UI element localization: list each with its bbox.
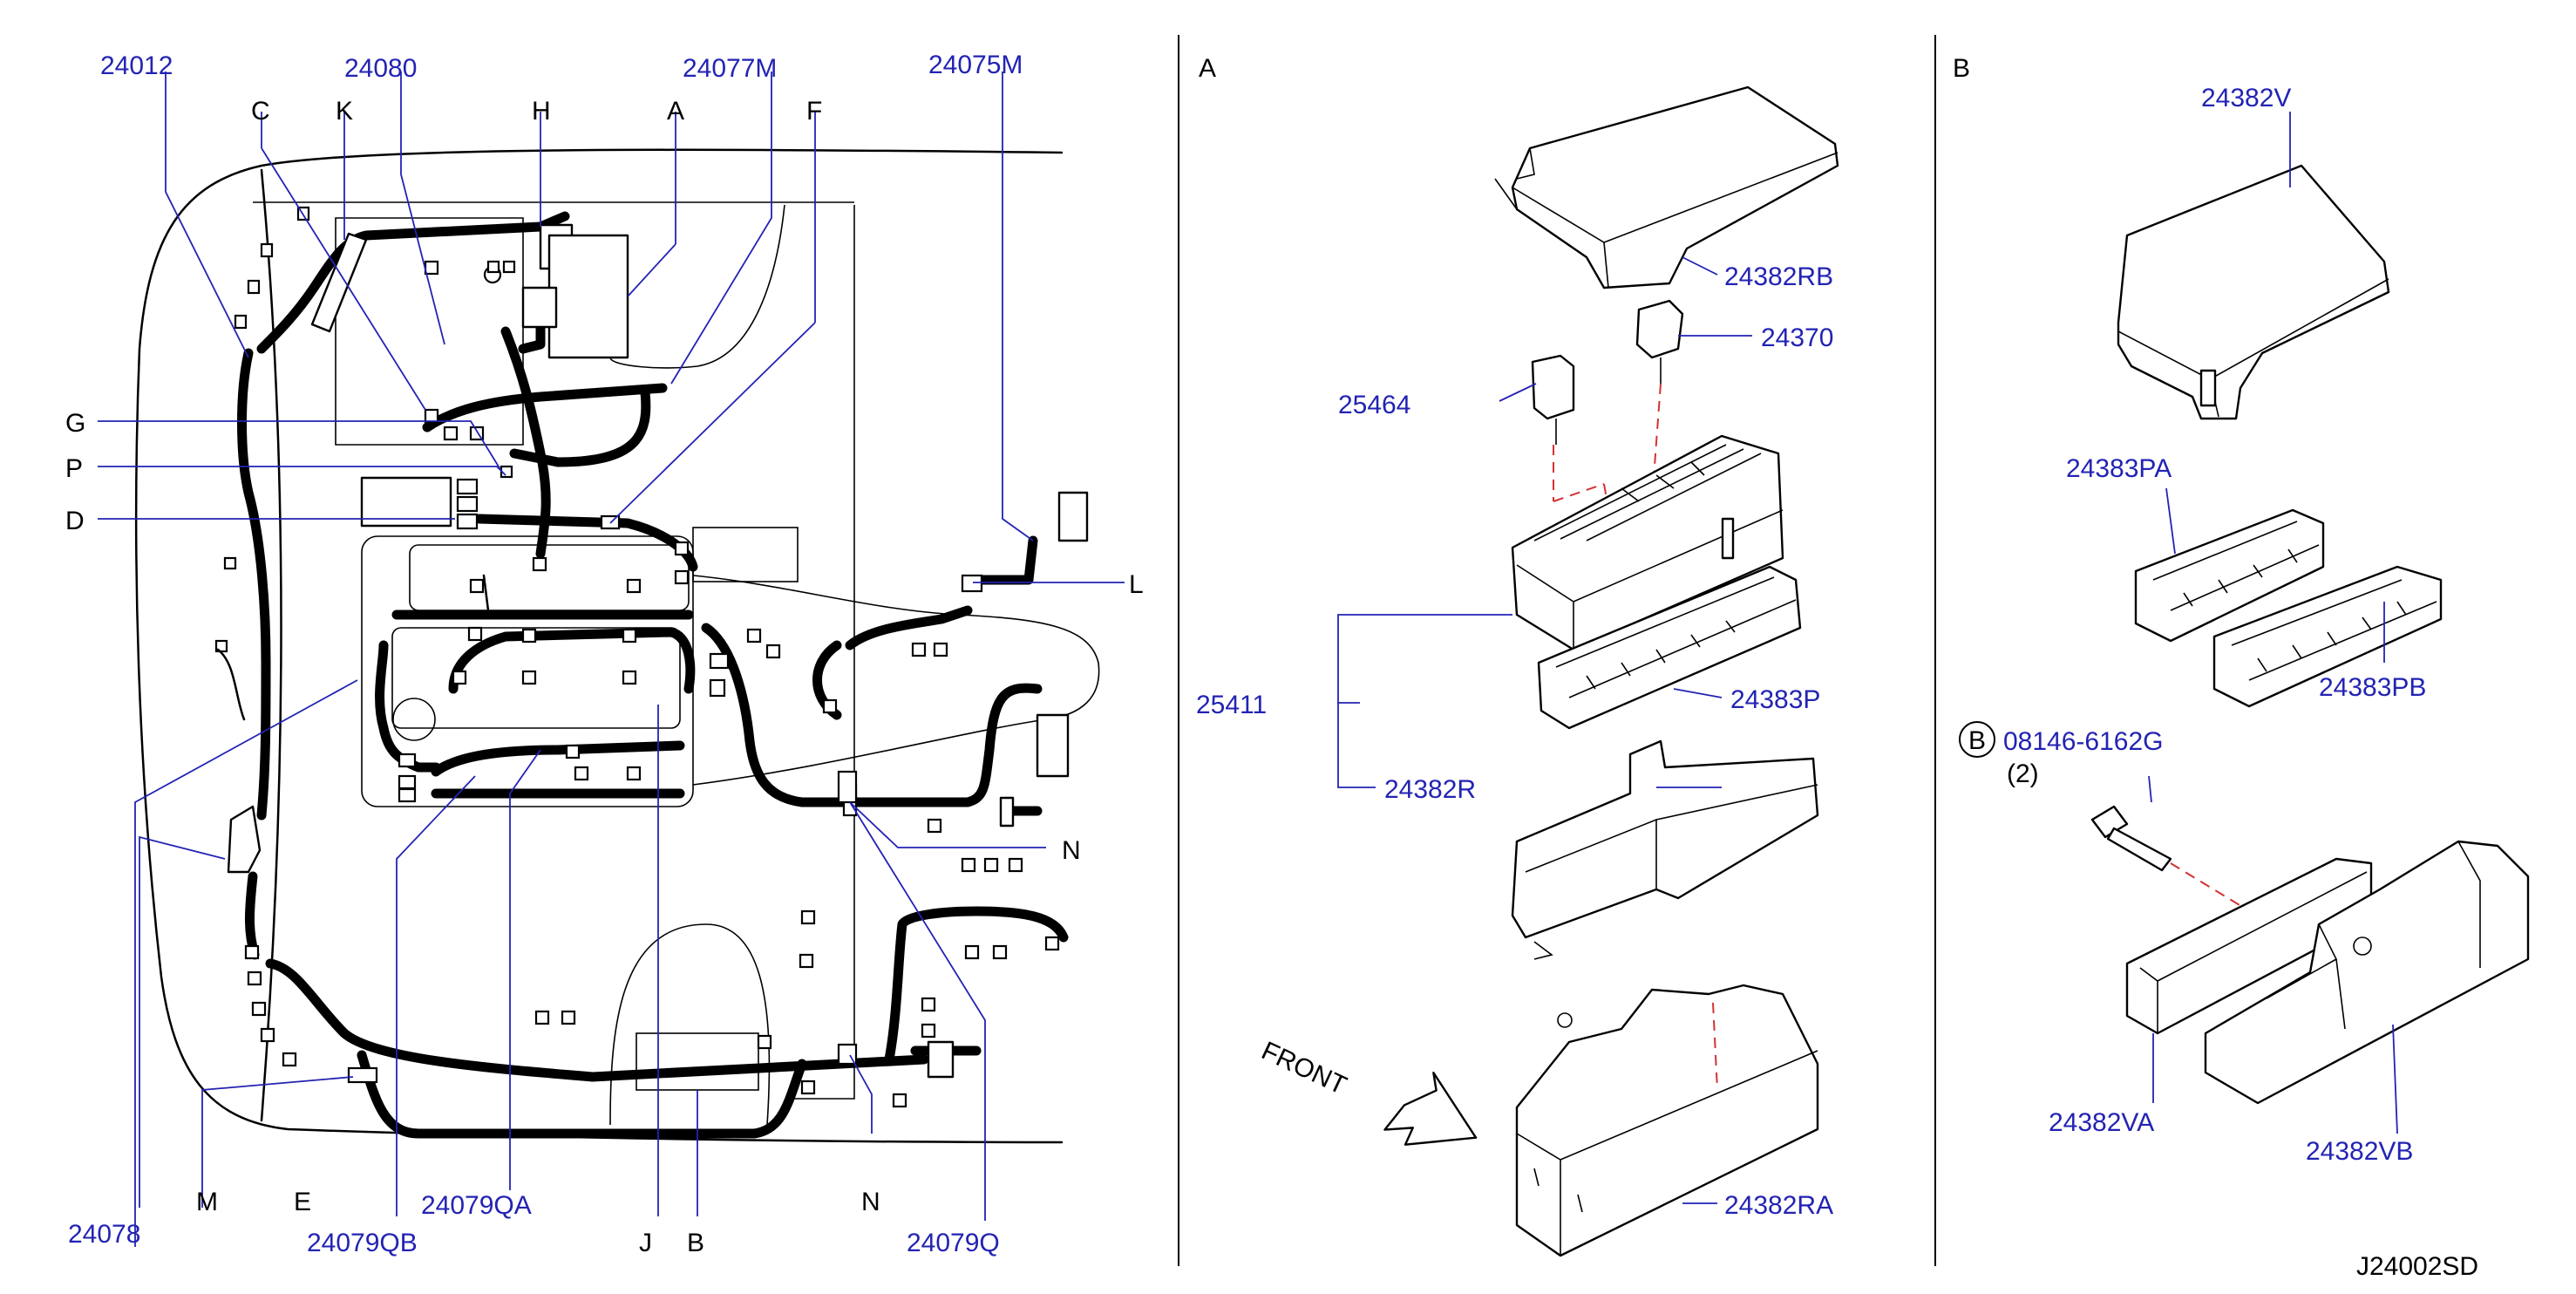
part-number-24383pa: 24383PA bbox=[2066, 454, 2172, 483]
harness-connectors bbox=[214, 206, 1089, 1108]
section-label-b: B bbox=[1953, 54, 1970, 83]
front-label: FRONT bbox=[1257, 1036, 1351, 1100]
bolt-callout-letter: B bbox=[1968, 726, 1986, 755]
part-number-24012: 24012 bbox=[100, 51, 173, 80]
part-number-25464: 25464 bbox=[1338, 391, 1410, 419]
callout-letter-k: K bbox=[336, 97, 353, 126]
bolt-callout-circle bbox=[1959, 721, 1995, 758]
engine-room-drawing bbox=[134, 148, 1100, 1144]
part-number-24370: 24370 bbox=[1761, 324, 1833, 352]
fuse-box-exploded-view bbox=[1494, 85, 1839, 1257]
part-number-24075m: 24075M bbox=[928, 51, 1023, 79]
callout-letter-l: L bbox=[1129, 570, 1144, 599]
part-number-24382vb: 24382VB bbox=[2306, 1137, 2413, 1166]
callout-letter-a: A bbox=[667, 97, 684, 126]
callout-letter-b: B bbox=[687, 1229, 704, 1257]
callout-letter-n-lower: N bbox=[861, 1188, 880, 1216]
callout-letter-f: F bbox=[806, 97, 822, 126]
part-number-24383p: 24383P bbox=[1730, 685, 1820, 714]
callout-letter-g: G bbox=[65, 409, 85, 438]
callout-letter-h: H bbox=[532, 97, 551, 126]
part-number-24382rb: 24382RB bbox=[1724, 262, 1833, 291]
callout-letter-n-upper: N bbox=[1062, 836, 1081, 865]
part-number-24079qa: 24079QA bbox=[421, 1191, 532, 1220]
part-number-24080: 24080 bbox=[344, 54, 417, 83]
callout-letter-c: C bbox=[251, 97, 270, 126]
callout-letter-d: D bbox=[65, 507, 85, 535]
front-direction-arrow bbox=[1383, 1071, 1478, 1146]
part-number-24078: 24078 bbox=[68, 1220, 140, 1249]
part-number-24077m: 24077M bbox=[683, 54, 777, 83]
part-number-25411: 25411 bbox=[1196, 691, 1267, 719]
leader-lines-b bbox=[2148, 112, 2398, 1134]
panel-dividers bbox=[1178, 35, 1936, 1266]
part-number-24382ra: 24382RA bbox=[1724, 1191, 1833, 1220]
part-number-08146-6162g: 08146-6162G bbox=[2003, 727, 2164, 756]
panel-b-parts bbox=[2090, 164, 2530, 1105]
part-number-24079qb: 24079QB bbox=[307, 1229, 418, 1257]
callout-letter-m: M bbox=[196, 1188, 218, 1216]
part-number-24382r: 24382R bbox=[1384, 775, 1476, 804]
part-number-24383pb: 24383PB bbox=[2319, 673, 2426, 702]
section-label-a: A bbox=[1199, 54, 1216, 83]
part-number-24382va: 24382VA bbox=[2049, 1108, 2154, 1137]
leader-lines-left bbox=[98, 72, 1125, 1247]
text-labels: 24012 24080 24077M 24075M 24078 24079QB … bbox=[65, 51, 2478, 1281]
part-number-24079q: 24079Q bbox=[907, 1229, 1000, 1257]
leader-lines-a bbox=[1337, 256, 1752, 1204]
figure-id: J24002SD bbox=[2356, 1252, 2478, 1281]
callout-letter-e: E bbox=[294, 1188, 311, 1216]
part-number-24382v: 24382V bbox=[2201, 84, 2291, 112]
callout-letter-p: P bbox=[65, 454, 83, 483]
callout-letter-j: J bbox=[639, 1229, 652, 1257]
bolt-quantity: (2) bbox=[2007, 759, 2039, 788]
